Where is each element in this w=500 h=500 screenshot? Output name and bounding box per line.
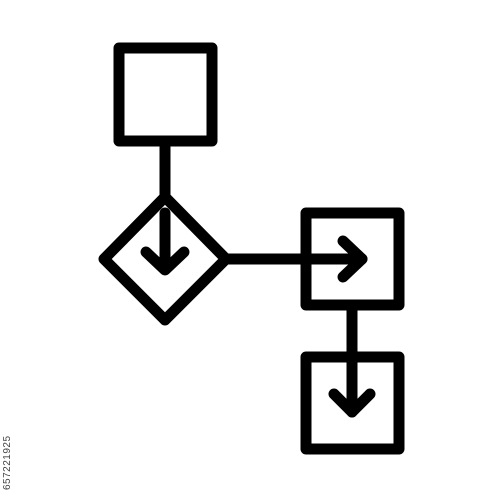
down-arrow-head-icon <box>328 388 376 418</box>
right-arrow-head-icon <box>337 235 368 283</box>
image-id-label: 657221925 <box>2 435 13 490</box>
top-square-node <box>113 42 218 147</box>
decision-diamond-node <box>98 191 232 326</box>
down-arrow-head-icon <box>140 246 190 276</box>
